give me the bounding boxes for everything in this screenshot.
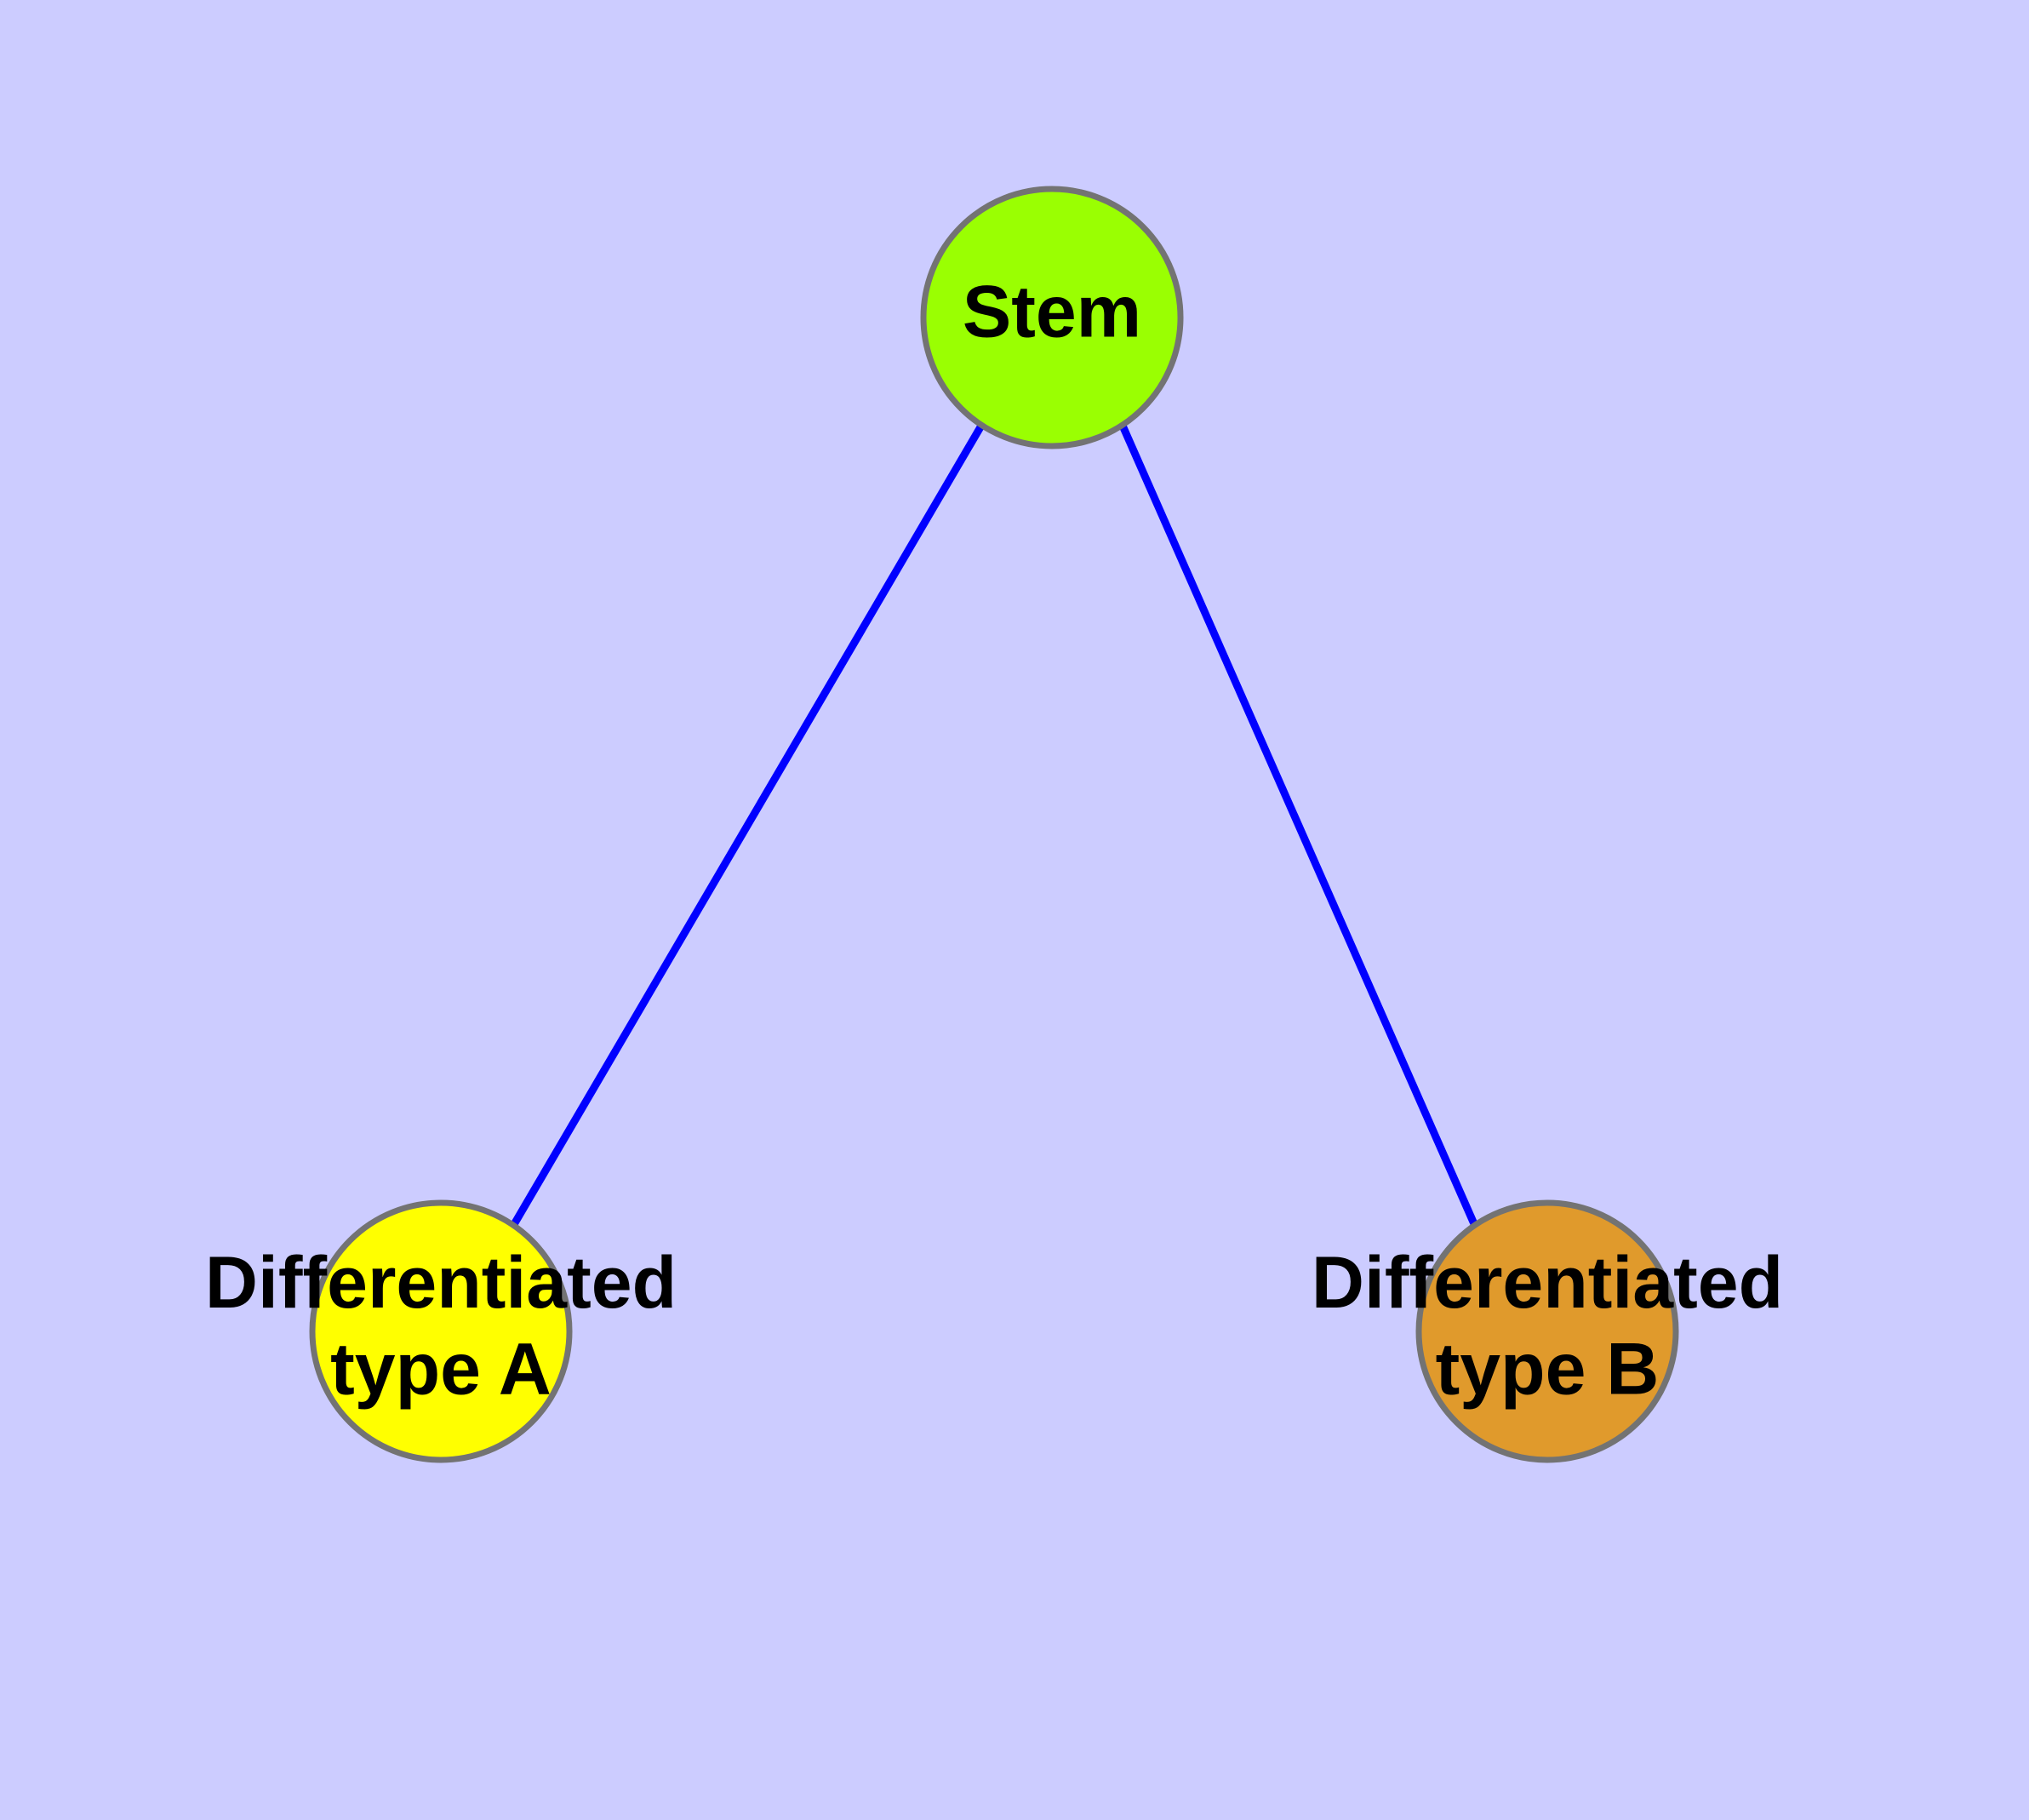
- node-label-stem-line-1: Stem: [963, 272, 1141, 353]
- node-label-diff_a-line-1: Differentiated: [205, 1242, 677, 1324]
- edge-stem-to-diff-b[interactable]: [1118, 424, 1479, 1228]
- node-label-diff_b-line-2: type B: [1436, 1328, 1660, 1410]
- edges-group: [510, 423, 1479, 1228]
- node-stem[interactable]: Stem: [920, 186, 1184, 449]
- node-label-diff_b-line-1: Differentiated: [1312, 1242, 1783, 1324]
- node-label-diff_a-line-2: type A: [330, 1328, 552, 1410]
- node-circle-stem[interactable]: [920, 186, 1184, 449]
- node-circle-diff_a[interactable]: [309, 1199, 573, 1463]
- node-circle-diff_b[interactable]: [1415, 1199, 1679, 1463]
- edge-stem-to-diff-a[interactable]: [510, 423, 985, 1228]
